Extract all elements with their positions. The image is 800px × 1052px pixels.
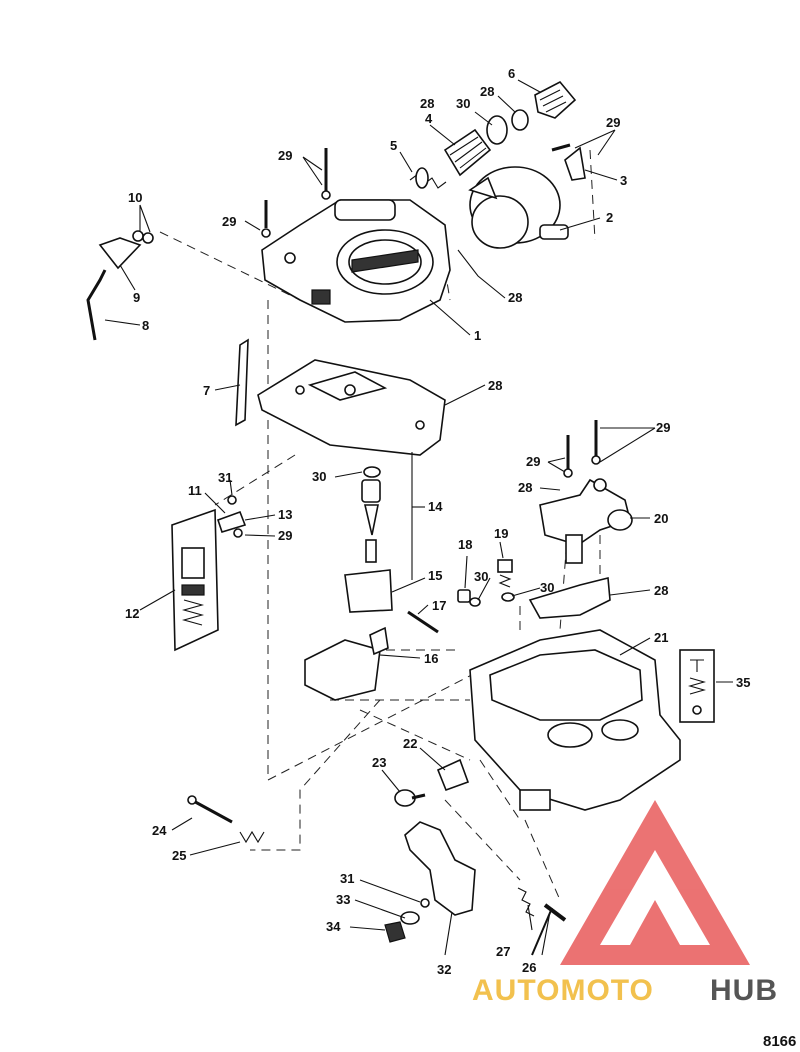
callout-labels: 1 2 3 4 5 6 7 8 9 10 11 12 13 14 15 16 1… (125, 66, 750, 977)
callout-28-e: 28 (518, 480, 532, 495)
part-1-air-horn-body (261, 199, 451, 323)
callout-2: 2 (606, 210, 613, 225)
callout-1: 1 (474, 328, 481, 343)
callout-29-d: 29 (656, 420, 670, 435)
callout-14: 14 (428, 499, 443, 514)
watermark-inner-mark (630, 900, 680, 945)
part-18-plug (457, 589, 471, 603)
leader-lines (104, 79, 733, 956)
part-21-main-body (469, 629, 681, 811)
part-9-lever (98, 237, 142, 270)
watermark-text-hub: HUB (710, 974, 778, 1007)
callout-31-a: 31 (218, 470, 232, 485)
callout-28-b: 28 (480, 84, 494, 99)
callout-15: 15 (428, 568, 442, 583)
parts-31-33-34-hardware (384, 898, 430, 943)
callout-23: 23 (372, 755, 386, 770)
part-14-needle-seat (361, 452, 413, 580)
part-7-strip (235, 338, 249, 427)
part-26-screw (531, 903, 567, 956)
part-11-13-bracket (216, 495, 247, 538)
callout-24: 24 (152, 823, 167, 838)
callout-7: 7 (203, 383, 210, 398)
callout-30-b: 30 (312, 469, 326, 484)
callout-13: 13 (278, 507, 292, 522)
callout-9: 9 (133, 290, 140, 305)
callout-26: 26 (522, 960, 536, 975)
screws-29-right (563, 420, 601, 478)
callout-28-f: 28 (654, 583, 668, 598)
callout-3: 3 (620, 173, 627, 188)
callout-29-e: 29 (526, 454, 540, 469)
part-5-filter-spring (409, 167, 447, 189)
washers-30 (363, 466, 515, 607)
part-3-choke-lever (564, 146, 586, 181)
part-22-cam (436, 758, 470, 792)
part-17-pin (407, 610, 439, 634)
part-2-choke-housing (468, 166, 569, 249)
callout-19: 19 (494, 526, 508, 541)
callout-11: 11 (188, 483, 202, 498)
part-19-screw (497, 559, 513, 588)
part-8-rod (86, 269, 107, 341)
callout-30-c: 30 (474, 569, 488, 584)
part-4-fuel-filter (443, 128, 492, 177)
callout-8: 8 (142, 318, 149, 333)
watermark-logo (560, 800, 750, 965)
part-12-pump-plunger-kit (171, 508, 219, 652)
callout-33: 33 (336, 892, 350, 907)
part-32-throttle-lever (404, 821, 476, 916)
callout-35: 35 (736, 675, 750, 690)
part-27-spring (517, 887, 535, 917)
figure-number: 8166 (763, 1033, 796, 1050)
callout-16: 16 (424, 651, 438, 666)
watermark-triangle-mark (560, 800, 750, 965)
watermark-text-automoto: AUTOMOTO (472, 974, 654, 1007)
callout-17: 17 (432, 598, 446, 613)
part-10-clips (132, 230, 154, 244)
callout-27: 27 (496, 944, 510, 959)
part-16-float (304, 626, 389, 701)
callout-28-a: 28 (420, 96, 434, 111)
part-23-screw (394, 789, 426, 807)
part-35-kit (679, 649, 715, 723)
callout-30-a: 30 (456, 96, 470, 111)
callout-4: 4 (425, 111, 433, 126)
callout-28-d: 28 (488, 378, 502, 393)
part-25-spring (239, 830, 265, 844)
callout-29-c: 29 (606, 115, 620, 130)
part-15-hinge (344, 569, 393, 613)
part-6-inlet-nut (534, 80, 577, 119)
watermark-text: AUTOMOTO HUB (472, 974, 778, 1007)
callout-6: 6 (508, 66, 515, 81)
callout-25: 25 (172, 848, 186, 863)
callout-31-b: 31 (340, 871, 354, 886)
callout-29-b: 29 (222, 214, 236, 229)
callout-29-a: 29 (278, 148, 292, 163)
callout-21: 21 (654, 630, 668, 645)
part-28-side-gasket (528, 576, 611, 619)
screws-29-upper (261, 143, 571, 238)
callout-10: 10 (128, 190, 142, 205)
callout-32: 32 (437, 962, 451, 977)
callout-22: 22 (403, 736, 417, 751)
callout-5: 5 (390, 138, 397, 153)
callout-30-d: 30 (540, 580, 554, 595)
callout-18: 18 (458, 537, 472, 552)
part-24-idle-screw (187, 795, 233, 824)
callout-29-f: 29 (278, 528, 292, 543)
callout-34: 34 (326, 919, 341, 934)
part-20-bracket (539, 478, 633, 564)
part-28-main-gasket (257, 359, 446, 456)
callout-28-c: 28 (508, 290, 522, 305)
gaskets-upper (486, 109, 529, 145)
callout-20: 20 (654, 511, 668, 526)
callout-12: 12 (125, 606, 139, 621)
